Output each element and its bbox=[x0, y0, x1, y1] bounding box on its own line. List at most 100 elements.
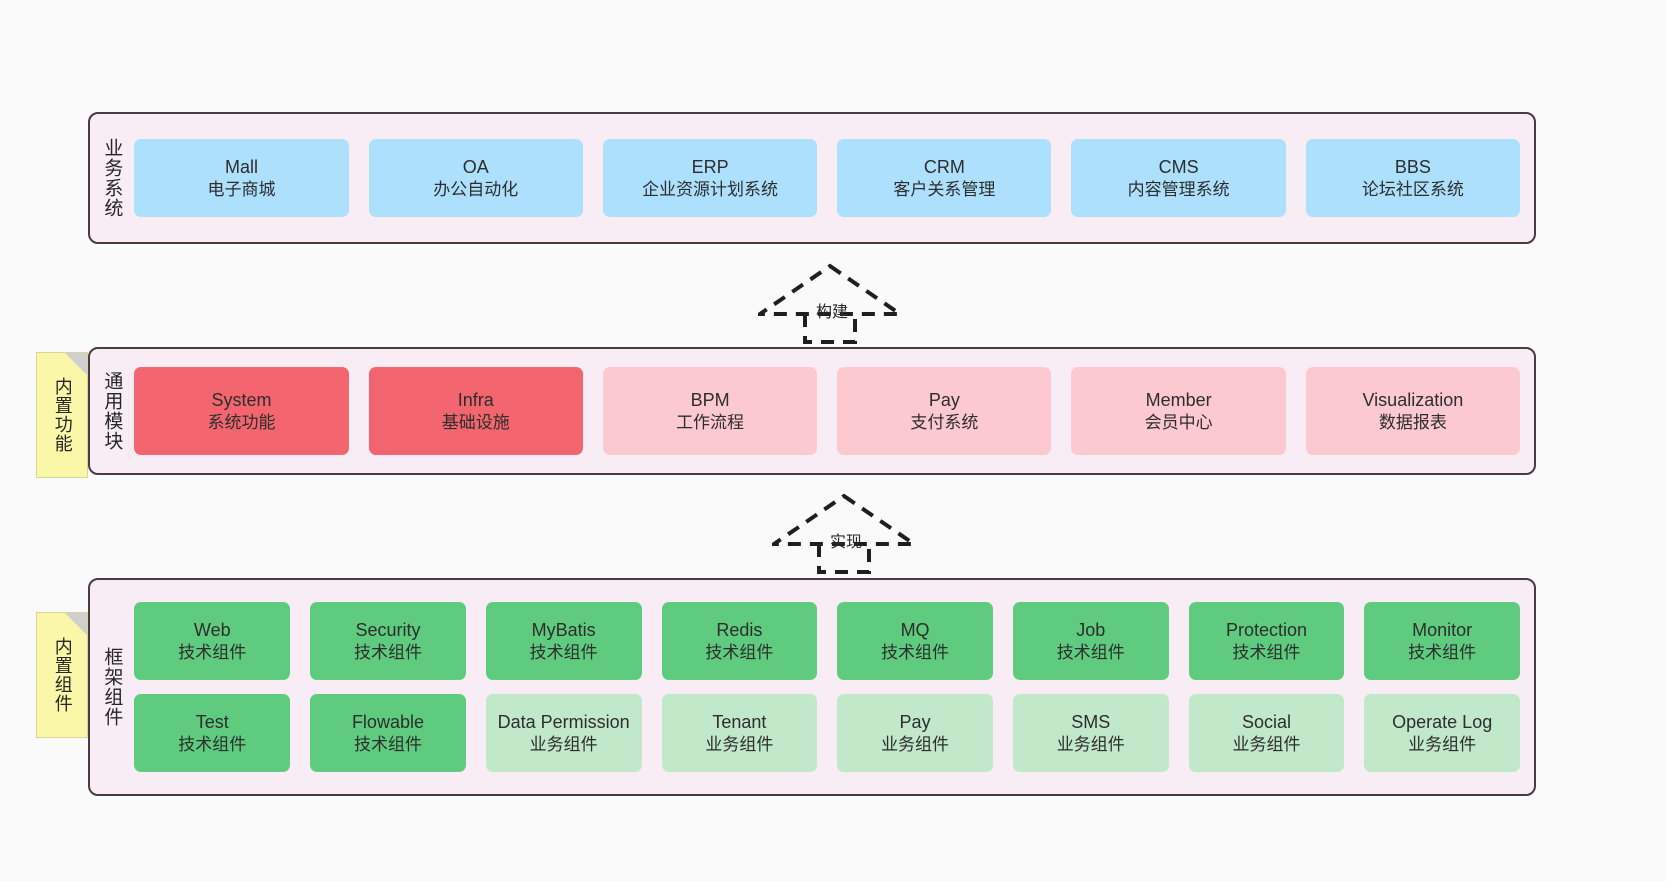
card-subtitle: 业务组件 bbox=[1408, 734, 1477, 754]
card-title: Protection bbox=[1225, 619, 1307, 640]
card-subtitle: 办公自动化 bbox=[433, 179, 519, 199]
card-bbs[interactable]: BBS 论坛社区系统 bbox=[1305, 139, 1520, 217]
card-subtitle: 业务组件 bbox=[881, 734, 950, 754]
card-subtitle: 工作流程 bbox=[676, 412, 745, 432]
card-subtitle: 支付系统 bbox=[910, 412, 979, 432]
card-tenant[interactable]: Tenant 业务组件 bbox=[661, 694, 818, 772]
card-subtitle: 业务组件 bbox=[529, 734, 598, 754]
card-title: SMS bbox=[1071, 711, 1111, 732]
card-title: MyBatis bbox=[531, 619, 596, 640]
card-subtitle: 会员中心 bbox=[1144, 412, 1213, 432]
card-title: Pay bbox=[899, 711, 931, 732]
card-mall[interactable]: Mall 电子商城 bbox=[134, 139, 349, 217]
card-subtitle: 业务组件 bbox=[1056, 734, 1125, 754]
build-arrow-label: 构建 bbox=[816, 304, 849, 321]
card-subtitle: 业务组件 bbox=[705, 734, 774, 754]
card-title: System bbox=[211, 389, 272, 410]
card-title: Data Permission bbox=[497, 711, 630, 732]
layer-label-business-system: 业务系统 bbox=[101, 138, 123, 218]
layer-common-module: 通用模块 System 系统功能 Infra 基础设施 BPM 工作流程 Pay… bbox=[88, 347, 1536, 475]
card-protection[interactable]: Protection 技术组件 bbox=[1188, 602, 1345, 680]
card-pay[interactable]: Pay 支付系统 bbox=[837, 367, 1052, 455]
note-fold-icon bbox=[65, 353, 87, 375]
card-redis[interactable]: Redis 技术组件 bbox=[661, 602, 818, 680]
card-title: CRM bbox=[923, 156, 965, 177]
card-subtitle: 电子商城 bbox=[207, 179, 276, 199]
card-flowable[interactable]: Flowable 技术组件 bbox=[310, 694, 466, 772]
card-subtitle: 技术组件 bbox=[353, 642, 422, 662]
build-arrow: 构建 bbox=[758, 262, 903, 344]
layer-label-common-module: 通用模块 bbox=[101, 371, 123, 451]
note-builtin-component: 内置组件 bbox=[36, 612, 88, 738]
card-title: MQ bbox=[900, 619, 930, 640]
card-subtitle: 内容管理系统 bbox=[1127, 179, 1230, 199]
card-title: CMS bbox=[1158, 156, 1199, 177]
note-fold-icon bbox=[65, 613, 87, 635]
card-cms[interactable]: CMS 内容管理系统 bbox=[1071, 139, 1286, 217]
card-pay-biz[interactable]: Pay 业务组件 bbox=[837, 694, 993, 772]
card-sms[interactable]: SMS 业务组件 bbox=[1012, 694, 1169, 772]
card-monitor[interactable]: Monitor 技术组件 bbox=[1364, 602, 1521, 680]
card-subtitle: 数据报表 bbox=[1378, 412, 1447, 432]
layer-body-business-system: Mall 电子商城 OA 办公自动化 ERP 企业资源计划系统 CRM 客户关系… bbox=[130, 114, 1534, 242]
layer-business-system: 业务系统 Mall 电子商城 OA 办公自动化 ERP 企业资源计划系统 CRM… bbox=[88, 112, 1536, 244]
card-test[interactable]: Test 技术组件 bbox=[134, 694, 291, 772]
card-title: Visualization bbox=[1362, 389, 1464, 410]
card-title: ERP bbox=[691, 156, 729, 177]
card-title: Job bbox=[1076, 619, 1106, 640]
card-title: Security bbox=[355, 619, 421, 640]
card-subtitle: 技术组件 bbox=[1408, 642, 1477, 662]
card-subtitle: 技术组件 bbox=[705, 642, 774, 662]
card-subtitle: 技术组件 bbox=[353, 734, 422, 754]
card-subtitle: 技术组件 bbox=[1056, 642, 1125, 662]
card-bpm[interactable]: BPM 工作流程 bbox=[602, 367, 818, 455]
card-row: Mall 电子商城 OA 办公自动化 ERP 企业资源计划系统 CRM 客户关系… bbox=[134, 139, 1520, 217]
card-infra[interactable]: Infra 基础设施 bbox=[368, 367, 583, 455]
card-row: System 系统功能 Infra 基础设施 BPM 工作流程 Pay 支付系统… bbox=[134, 367, 1520, 455]
card-visualization[interactable]: Visualization 数据报表 bbox=[1305, 367, 1520, 455]
card-mq[interactable]: MQ 技术组件 bbox=[837, 602, 993, 680]
card-row: Test 技术组件 Flowable 技术组件 Data Permission … bbox=[134, 694, 1521, 772]
card-subtitle: 基础设施 bbox=[441, 412, 510, 432]
card-social[interactable]: Social 业务组件 bbox=[1188, 694, 1345, 772]
card-title: BBS bbox=[1394, 156, 1431, 177]
card-subtitle: 系统功能 bbox=[207, 412, 276, 432]
card-system[interactable]: System 系统功能 bbox=[134, 367, 349, 455]
card-subtitle: 技术组件 bbox=[178, 734, 247, 754]
card-subtitle: 技术组件 bbox=[529, 642, 598, 662]
card-operate-log[interactable]: Operate Log 业务组件 bbox=[1364, 694, 1521, 772]
card-title: Pay bbox=[928, 389, 960, 410]
card-subtitle: 企业资源计划系统 bbox=[642, 179, 779, 199]
note-builtin-function: 内置功能 bbox=[36, 352, 88, 478]
card-mybatis[interactable]: MyBatis 技术组件 bbox=[485, 602, 642, 680]
card-web[interactable]: Web 技术组件 bbox=[134, 602, 291, 680]
card-title: Flowable bbox=[351, 711, 424, 732]
card-security[interactable]: Security 技术组件 bbox=[310, 602, 466, 680]
layer-framework-component: 框架组件 Web 技术组件 Security 技术组件 MyBatis 技术组件… bbox=[88, 578, 1536, 796]
card-title: Monitor bbox=[1412, 619, 1473, 640]
card-title: Mall bbox=[225, 156, 259, 177]
card-subtitle: 技术组件 bbox=[881, 642, 950, 662]
card-job[interactable]: Job 技术组件 bbox=[1012, 602, 1169, 680]
layer-body-common-module: System 系统功能 Infra 基础设施 BPM 工作流程 Pay 支付系统… bbox=[130, 349, 1534, 473]
card-subtitle: 技术组件 bbox=[178, 642, 247, 662]
card-title: OA bbox=[462, 156, 489, 177]
card-title: Tenant bbox=[712, 711, 767, 732]
card-data-permission[interactable]: Data Permission 业务组件 bbox=[485, 694, 642, 772]
card-row: Web 技术组件 Security 技术组件 MyBatis 技术组件 Redi… bbox=[134, 602, 1521, 680]
card-title: Redis bbox=[716, 619, 763, 640]
implement-arrow-label: 实现 bbox=[830, 534, 863, 551]
layer-body-framework-component: Web 技术组件 Security 技术组件 MyBatis 技术组件 Redi… bbox=[130, 580, 1534, 794]
card-crm[interactable]: CRM 客户关系管理 bbox=[837, 139, 1052, 217]
card-subtitle: 业务组件 bbox=[1232, 734, 1301, 754]
card-subtitle: 客户关系管理 bbox=[893, 179, 996, 199]
card-member[interactable]: Member 会员中心 bbox=[1071, 367, 1286, 455]
card-oa[interactable]: OA 办公自动化 bbox=[368, 139, 583, 217]
card-subtitle: 论坛社区系统 bbox=[1361, 179, 1464, 199]
note-text: 内置组件 bbox=[52, 637, 73, 713]
card-title: Web bbox=[193, 619, 231, 640]
card-title: Member bbox=[1145, 389, 1212, 410]
card-erp[interactable]: ERP 企业资源计划系统 bbox=[602, 139, 818, 217]
card-title: Operate Log bbox=[1392, 711, 1493, 732]
card-title: BPM bbox=[690, 389, 730, 410]
